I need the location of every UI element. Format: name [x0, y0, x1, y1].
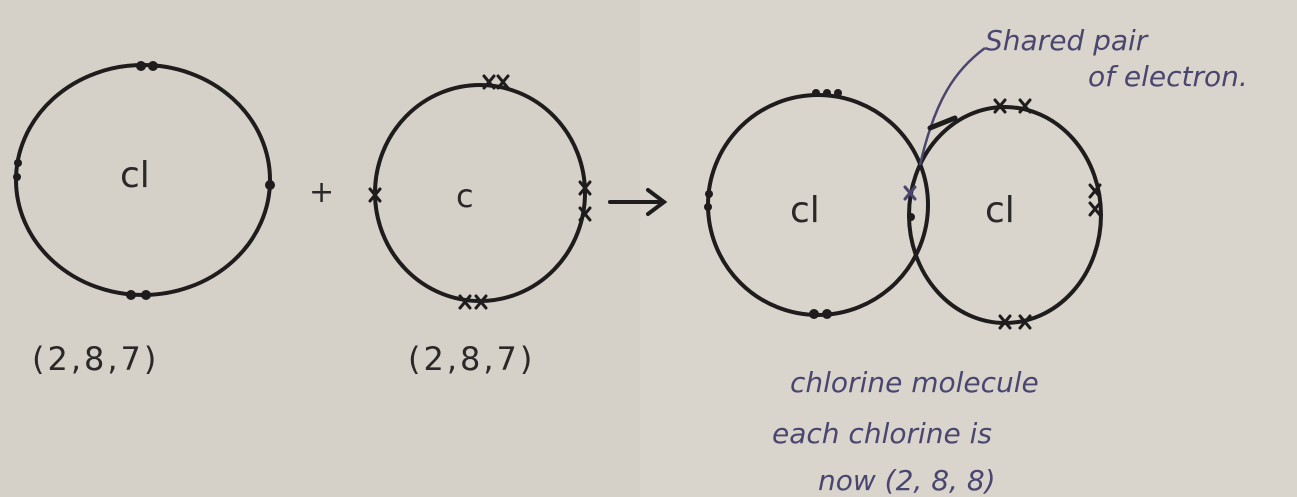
molecule-electron: [809, 309, 819, 319]
annotation-pointer: [918, 46, 986, 166]
atom1-configuration: (2,8,7): [32, 340, 159, 378]
shared-pair-label-line2: of electron.: [1088, 60, 1248, 93]
molecule-electron: [705, 190, 713, 198]
atom1-electron: [148, 61, 158, 71]
molecule-electron-cross: [993, 98, 1032, 114]
molecule-left-symbol: cl: [790, 190, 820, 231]
chlorine-molecule: cl cl: [704, 89, 1103, 330]
atom2-chlorine: c (2,8,7): [368, 74, 592, 378]
molecule-electron: [704, 203, 712, 211]
reaction-arrow: [608, 188, 668, 216]
atom2-electron-cross: [482, 74, 510, 90]
molecule-electron: [823, 89, 831, 97]
caption-line1: chlorine molecule: [790, 366, 1039, 399]
atom2-electron-cross: [578, 180, 592, 222]
caption-line2: each chlorine is: [772, 417, 992, 450]
molecule-electron-cross: [998, 314, 1032, 330]
caption-line3: now (2, 8, 8): [818, 464, 996, 497]
shared-electron-cross: [903, 185, 917, 201]
atom1-electron: [136, 61, 146, 71]
shared-pair-label-line1: Shared pair: [985, 24, 1149, 57]
atom1-electron: [13, 173, 21, 181]
atom2-symbol: c: [456, 177, 474, 215]
atom1-electron: [265, 180, 275, 190]
molecule-electron: [812, 89, 820, 97]
atom1-electron: [141, 290, 151, 300]
molecule-electron: [834, 89, 842, 97]
atom2-electron-cross: [458, 294, 488, 310]
atom1-electron: [14, 159, 22, 167]
atom1-chlorine: cl (2,8,7): [13, 61, 275, 378]
shared-electron-dot: [907, 213, 915, 221]
molecule-electron: [822, 309, 832, 319]
atom1-symbol: cl: [120, 155, 150, 196]
atom1-electron: [126, 290, 136, 300]
atom2-configuration: (2,8,7): [408, 340, 535, 378]
molecule-right-symbol: cl: [985, 190, 1015, 231]
molecule-electron-cross: [1088, 183, 1102, 217]
plus-sign: +: [309, 175, 334, 210]
atom2-electron-cross: [368, 187, 382, 203]
